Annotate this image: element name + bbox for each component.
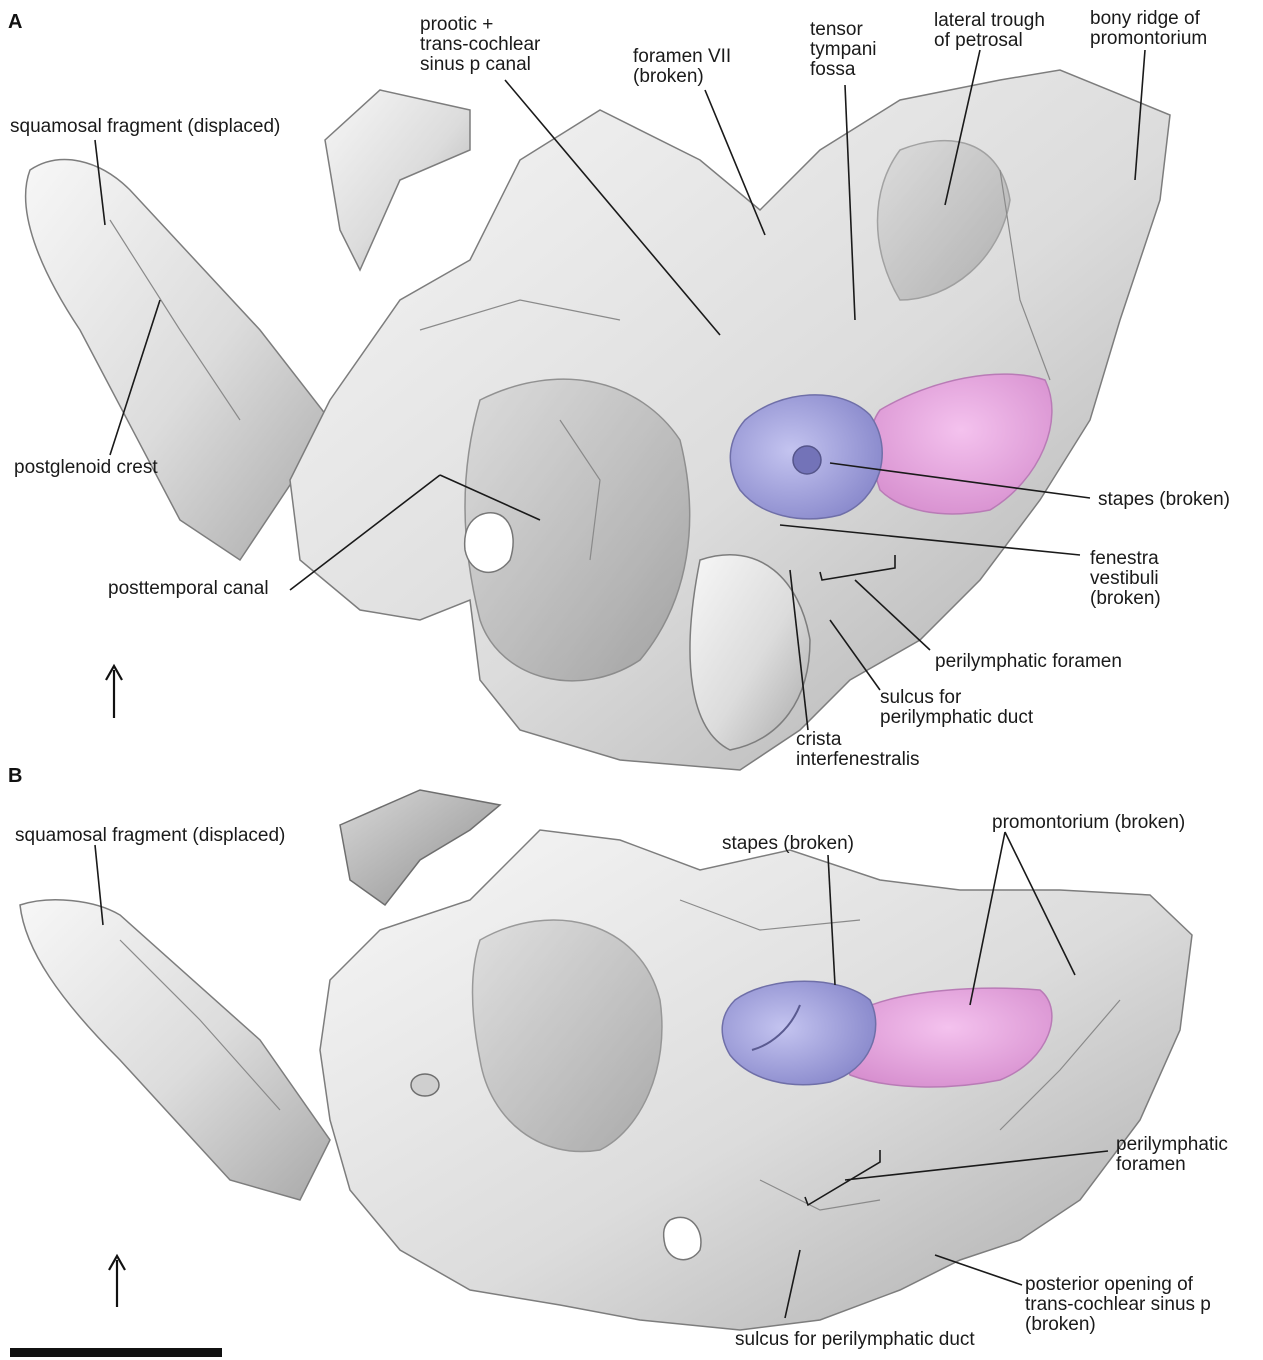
label-a-posttemporal: posttemporal canal xyxy=(108,578,269,599)
stapes-b xyxy=(722,981,876,1084)
label-b-promontorium: promontorium (broken) xyxy=(992,812,1185,833)
small-foramen-b xyxy=(411,1074,439,1096)
label-a-tensor: tensor tympani fossa xyxy=(810,19,882,80)
label-b-posterior-opening: posterior opening of trans-cochlear sinu… xyxy=(1025,1274,1216,1335)
up-arrow-icon xyxy=(106,666,122,718)
label-a-perilymphatic-foramen: perilymphatic foramen xyxy=(935,651,1122,672)
scale-bar xyxy=(10,1348,222,1357)
label-a-bony-ridge: bony ridge of promontorium xyxy=(1090,8,1207,49)
label-a-foramen7: foramen VII (broken) xyxy=(633,46,737,87)
label-a-squamosal: squamosal fragment (displaced) xyxy=(10,116,280,137)
label-a-stapes: stapes (broken) xyxy=(1098,489,1230,510)
panel-b: B xyxy=(8,765,1233,1357)
panel-b-specimen xyxy=(20,790,1192,1330)
panel-b-letter: B xyxy=(8,765,22,787)
panel-a-letter: A xyxy=(8,11,22,33)
label-b-stapes: stapes (broken) xyxy=(722,833,854,854)
leader-b-posterior-opening xyxy=(935,1255,1022,1285)
label-a-crista: crista interfenestralis xyxy=(796,729,920,770)
label-b-sulcus: sulcus for perilymphatic duct xyxy=(735,1329,975,1350)
label-a-postglenoid: postglenoid crest xyxy=(14,457,158,478)
squamosal-fragment-a xyxy=(26,160,330,560)
label-a-fenestra: fenestra vestibuli (broken) xyxy=(1090,548,1164,609)
upper-fragment-b xyxy=(340,790,500,905)
up-arrow-icon xyxy=(109,1256,125,1307)
label-b-squamosal: squamosal fragment (displaced) xyxy=(15,825,285,846)
label-a-sulcus: sulcus for perilymphatic duct xyxy=(880,687,1034,728)
upper-fragment-a xyxy=(325,90,470,270)
posttemporal-canal-a xyxy=(465,513,513,573)
panel-a: A xyxy=(8,8,1230,770)
squamosal-fragment-b xyxy=(20,900,330,1200)
label-b-perilymphatic-foramen: perilymphatic foramen xyxy=(1116,1134,1233,1175)
petrosal-body-b xyxy=(320,830,1192,1330)
label-a-prootic: prootic + trans-cochlear sinus p canal xyxy=(420,14,546,75)
label-a-lateral-trough: lateral trough of petrosal xyxy=(934,10,1050,51)
stapes-foramen-a xyxy=(793,446,821,474)
